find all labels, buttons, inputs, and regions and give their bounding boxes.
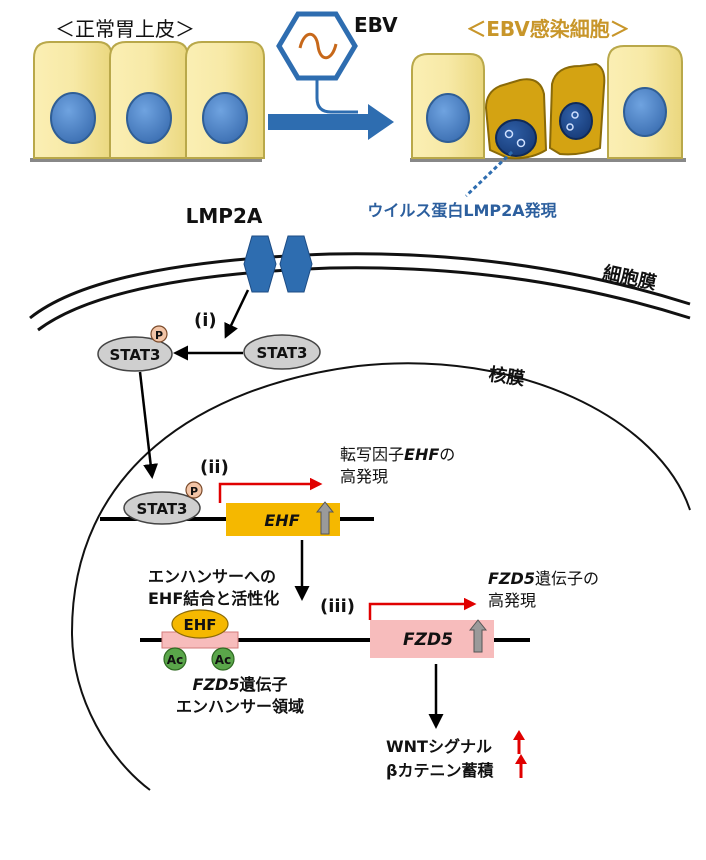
infected-nucleus — [559, 102, 593, 140]
acetyl-label: Ac — [167, 653, 183, 667]
infection-arrow — [268, 104, 394, 140]
ebv-virus — [276, 11, 358, 114]
stat3-translocation-arrow — [138, 371, 159, 479]
ehf-note-line2: 高発現 — [340, 467, 388, 486]
cell-membrane-inner — [37, 266, 691, 332]
upregulation-icon — [315, 501, 335, 535]
stat3-unphospho: STAT3 — [243, 334, 321, 370]
normal-cell — [607, 45, 683, 159]
step-iii-label: (iii) — [320, 596, 355, 617]
nucleus — [126, 92, 172, 144]
cell-membrane-outer — [29, 252, 691, 320]
normal-cell — [185, 41, 265, 159]
normal-cell — [33, 41, 113, 159]
increase-icon — [515, 754, 527, 778]
nuclear-membrane-lower — [71, 631, 151, 791]
normal-cell — [109, 41, 189, 159]
enhancer-note-line1: エンハンサーへの — [148, 567, 276, 586]
fzd5-note-line1: FZD5遺伝子の — [488, 569, 599, 588]
wnt-note-line1: WNTシグナル — [386, 737, 492, 756]
wnt-note-line2: βカテニン蓄積 — [386, 761, 494, 780]
ehf-gene: EHF — [226, 501, 340, 536]
callout-dotted-line — [464, 150, 514, 198]
nuclear-membrane — [71, 362, 691, 633]
ehf-protein-label: EHF — [183, 616, 216, 634]
infected-nucleus — [495, 119, 537, 157]
stat3-label: STAT3 — [137, 500, 188, 518]
phospho-label: P — [155, 329, 163, 342]
stat3-phospho-2: STAT3 P — [123, 481, 203, 525]
acetyl-icon — [163, 647, 187, 671]
nucleus — [202, 92, 248, 144]
ehf-note-line1: 転写因子EHFの — [340, 445, 455, 464]
acetyl-label: Ac — [215, 653, 231, 667]
step-ii-label: (ii) — [200, 457, 229, 478]
phosphate-icon — [150, 325, 168, 343]
region-note-line2: エンハンサー領域 — [176, 697, 304, 716]
infected-cell — [548, 62, 606, 156]
increase-icon — [513, 730, 525, 754]
step-i-arrow — [224, 289, 250, 339]
nuclear-membrane-label: 核膜 — [487, 363, 526, 390]
lmp2a-label: LMP2A — [186, 204, 263, 228]
lmp2a-protein — [243, 235, 313, 293]
region-note-line1: FZD5遺伝子 — [193, 675, 288, 694]
viral-protein-label: ウイルス蛋白LMP2A発現 — [367, 201, 556, 220]
nucleus — [623, 87, 667, 137]
acetyl-icon — [211, 647, 235, 671]
enhancer-note-line2: EHF結合と活性化 — [148, 589, 279, 608]
normal-cell — [411, 53, 485, 159]
fzd5-note-line2: 高発現 — [488, 591, 536, 610]
cell-membrane-label: 細胞膜 — [601, 261, 658, 294]
enhancer-region: EHF Ac Ac — [161, 609, 239, 671]
fzd5-promoter-arrow — [368, 597, 477, 620]
stat3-label: STAT3 — [110, 346, 161, 364]
ehf-gene-label: EHF — [264, 511, 299, 530]
stat3-label: STAT3 — [257, 344, 308, 362]
nucleus — [426, 93, 470, 143]
ehf-protein — [171, 609, 229, 639]
ehf-promoter-arrow — [218, 477, 323, 503]
ebv-label: EBV — [354, 13, 398, 37]
nucleus — [50, 92, 96, 144]
stat3-phospho-1: STAT3 P — [97, 325, 173, 372]
infected-cell — [484, 78, 548, 160]
fzd5-gene-label: FZD5 — [403, 630, 453, 650]
phosphate-icon — [185, 481, 203, 499]
fzd5-gene: FZD5 — [370, 619, 494, 658]
viral-genome-icon — [298, 32, 338, 60]
upregulation-icon — [468, 619, 488, 653]
infected-cells-header: ＜EBV感染細胞＞ — [466, 17, 630, 41]
phospho-label: P — [190, 485, 198, 498]
normal-epithelium-header: ＜正常胃上皮＞ — [55, 17, 195, 41]
step-i-label: (i) — [194, 310, 217, 331]
